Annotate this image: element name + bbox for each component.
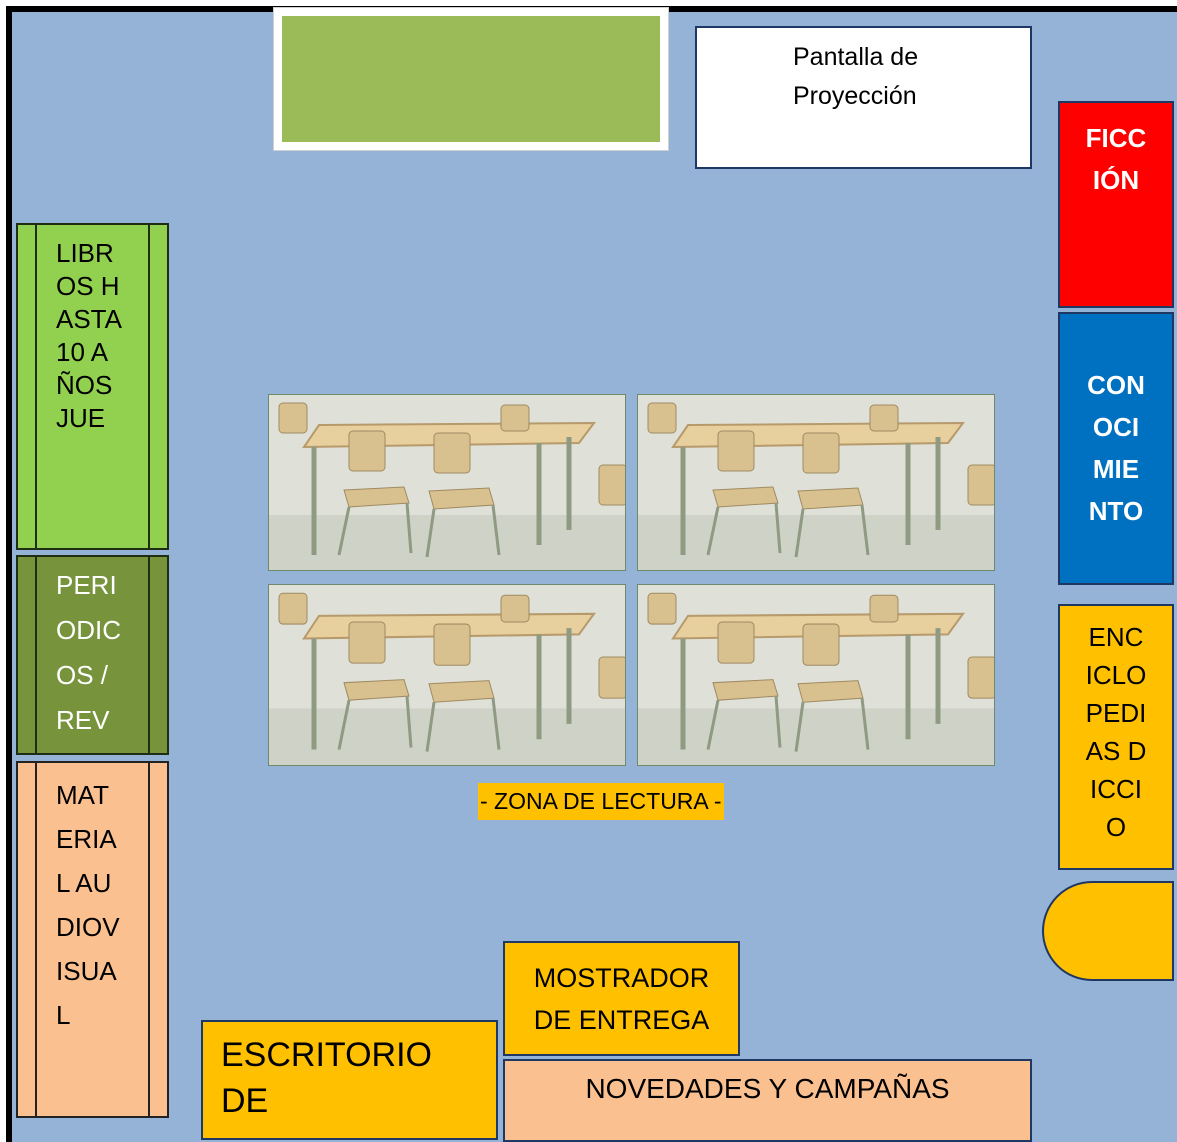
- reading-table-with-chairs-icon: [269, 395, 625, 570]
- shelf-divider: [35, 225, 37, 548]
- news-and-campaigns-shelf: NOVEDADES Y CAMPAÑAS: [503, 1059, 1032, 1142]
- whiteboard-surface: [282, 16, 660, 142]
- reading-table-with-chairs-icon: [638, 585, 994, 765]
- shelf-encyclopedias: ENCICLOPEDIAS DICCIO: [1058, 604, 1174, 870]
- shelf-divider: [35, 557, 37, 753]
- display-counter: MOSTRADOR DE ENTREGA: [503, 941, 740, 1056]
- shelf-fiction-label: FICCIÓN: [1085, 123, 1147, 195]
- shelf-periodicals-label: PERIODICOS / REV: [56, 570, 121, 735]
- rounded-counter: [1042, 881, 1174, 981]
- desk: ESCRITORIO DE: [201, 1020, 498, 1140]
- shelf-audiovisual-label: MATERIAL AUDIOVISUAL: [56, 780, 120, 1030]
- display-counter-label: MOSTRADOR DE ENTREGA: [533, 963, 710, 1035]
- shelf-books-10-years: LIBROS HASTA 10 AÑOS JUE: [16, 223, 169, 550]
- shelf-books-label: LIBROS HASTA 10 AÑOS JUE: [56, 238, 121, 433]
- desk-label: ESCRITORIO DE: [221, 1036, 432, 1120]
- news-and-campaigns-label: NOVEDADES Y CAMPAÑAS: [585, 1073, 950, 1104]
- reading-table-photo: [637, 584, 995, 766]
- shelf-fiction: FICCIÓN: [1058, 101, 1174, 308]
- reading-table-with-chairs-icon: [638, 395, 994, 570]
- shelf-knowledge: CONOCIMIENTO: [1058, 312, 1174, 585]
- shelf-divider: [148, 763, 150, 1116]
- reading-table-photo: [637, 394, 995, 571]
- reading-table-photo: [268, 394, 626, 571]
- projection-screen: Pantalla de Proyección: [695, 26, 1032, 169]
- whiteboard: [273, 7, 669, 151]
- shelf-divider: [148, 557, 150, 753]
- shelf-encyclopedias-label: ENCICLOPEDIAS DICCIO: [1085, 622, 1147, 842]
- projection-screen-label: Pantalla de Proyección: [793, 43, 919, 110]
- reading-zone-label: - ZONA DE LECTURA -: [478, 783, 724, 820]
- shelf-periodicals: PERIODICOS / REV: [16, 555, 169, 755]
- reading-table-with-chairs-icon: [269, 585, 625, 765]
- shelf-knowledge-label: CONOCIMIENTO: [1087, 370, 1145, 526]
- shelf-divider: [148, 225, 150, 548]
- shelf-divider: [35, 763, 37, 1116]
- reading-table-photo: [268, 584, 626, 766]
- shelf-audiovisual: MATERIAL AUDIOVISUAL: [16, 761, 169, 1118]
